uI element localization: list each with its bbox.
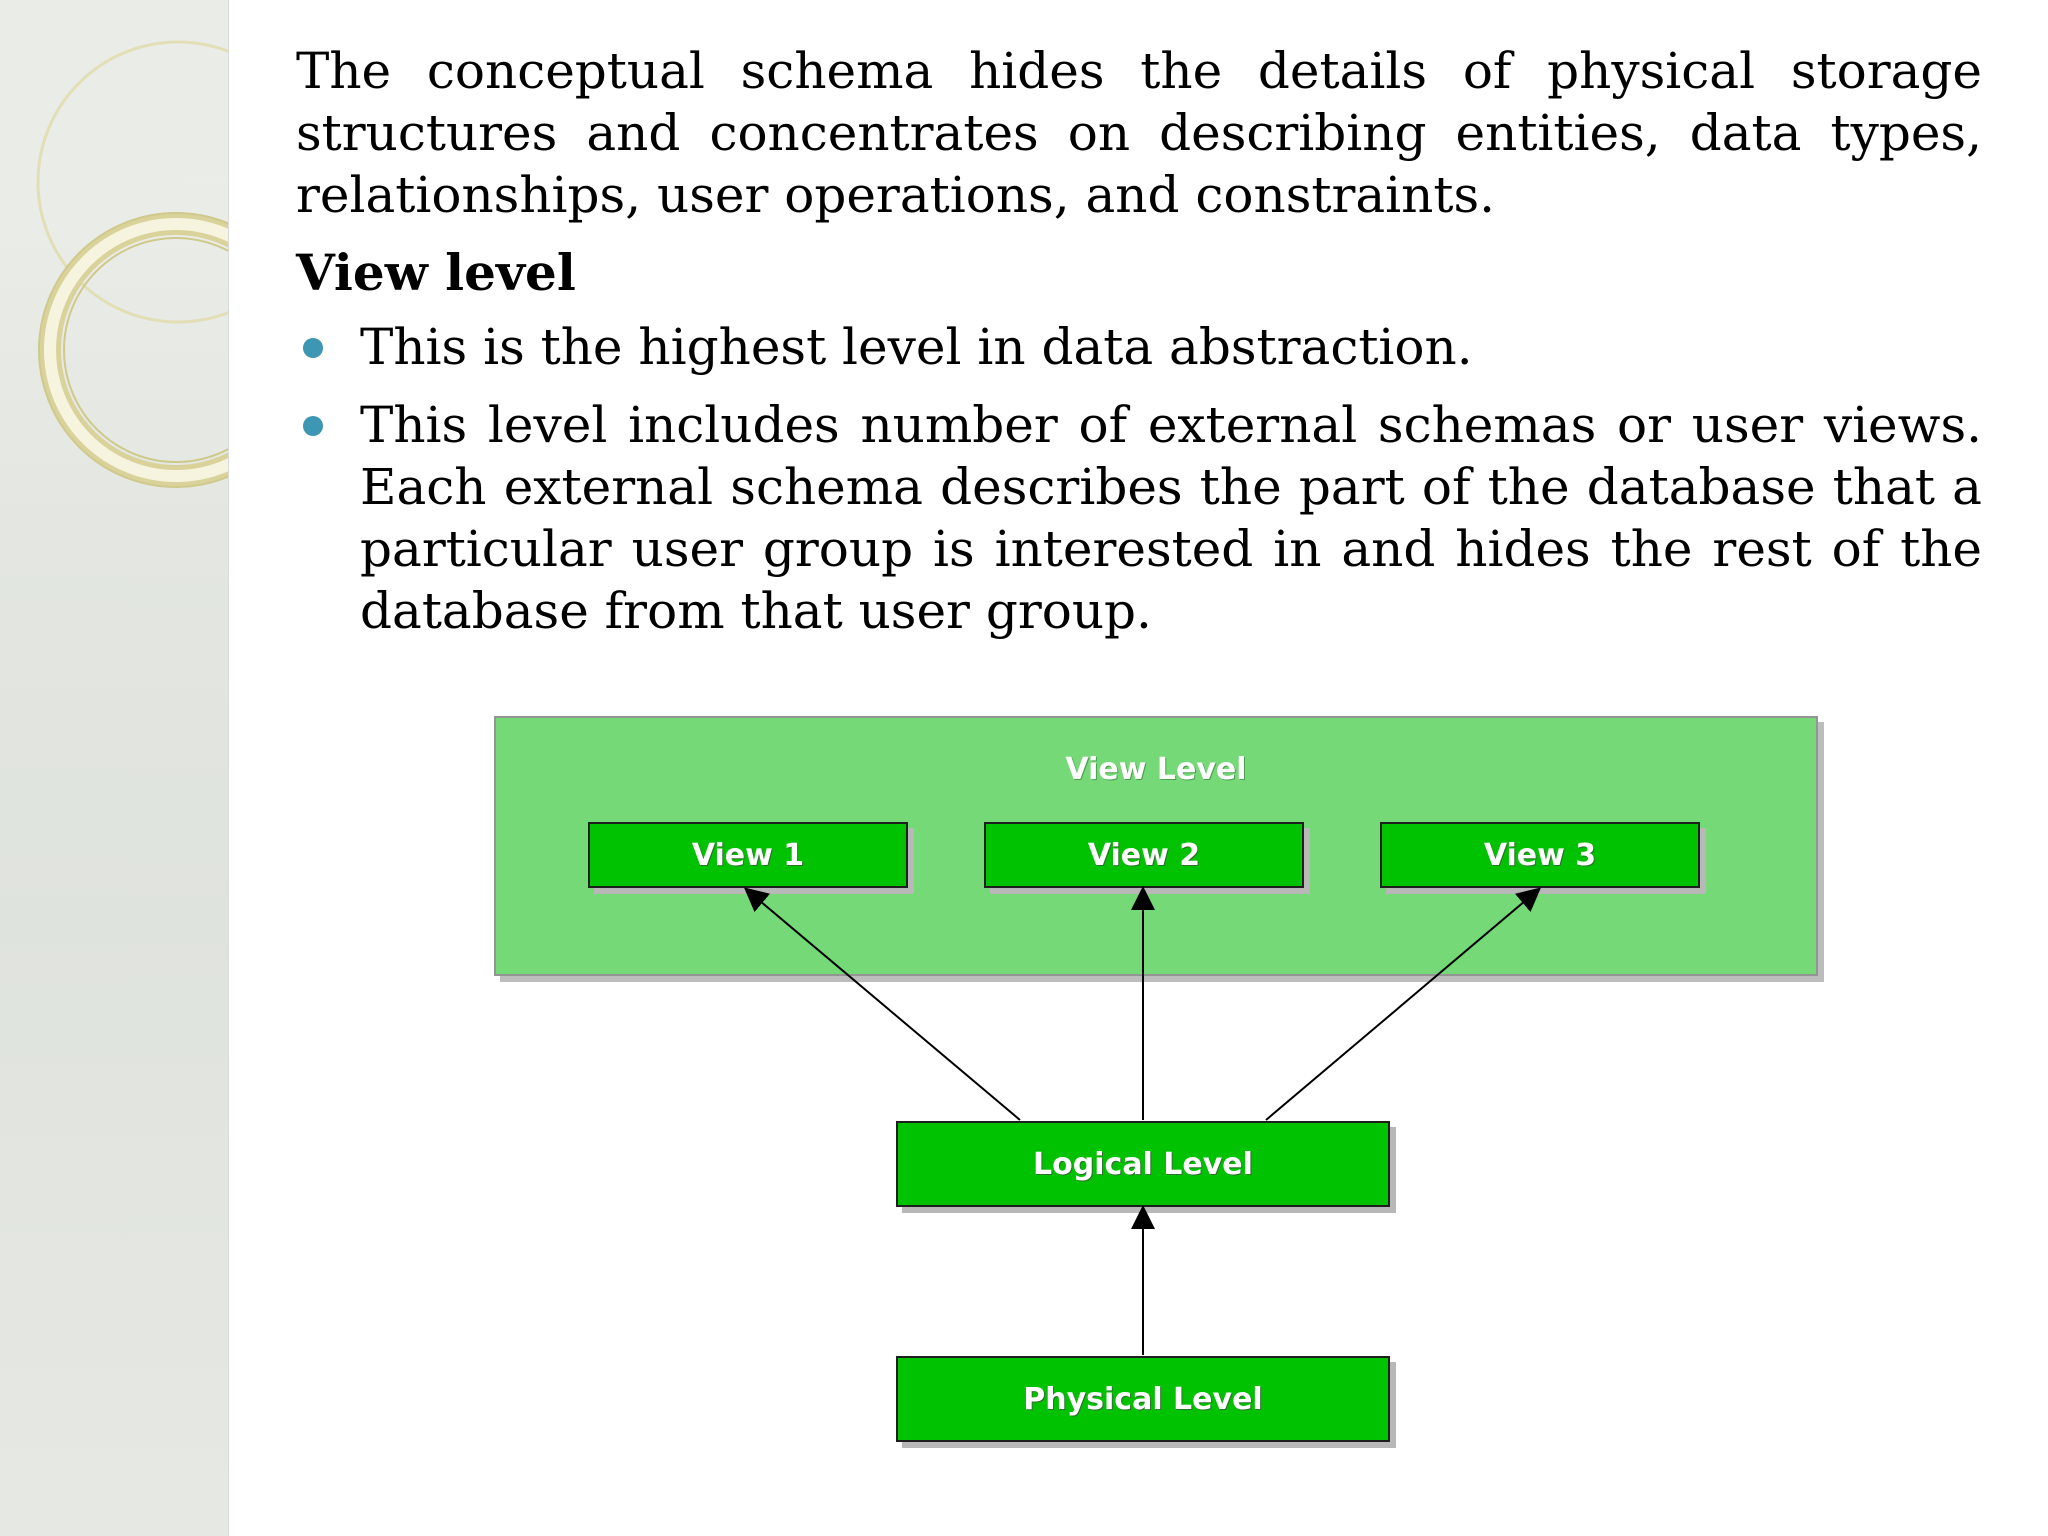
view-1-node: View 1 [588,822,908,888]
view-level-heading: View level [296,243,576,302]
decorative-rings [0,0,228,488]
decorative-side-panel [0,0,229,1536]
slide-content: The conceptual schema hides the details … [296,40,1982,658]
arrow-logical-to-view-1 [743,887,1021,1121]
logical-level-node: Logical Level [896,1121,1390,1207]
bullet-list: This is the highest level in data abstra… [296,316,1982,642]
bullet-text: This is the highest level in data abstra… [360,318,1473,376]
physical-level-node: Physical Level [896,1356,1390,1442]
bullet-dot-icon [303,338,323,358]
view-level-label: View Level [1065,752,1247,787]
bullet-item: This level includes number of external s… [296,394,1982,642]
arrow-logical-to-view-3 [1265,887,1542,1121]
bullet-item: This is the highest level in data abstra… [296,316,1982,378]
view-3-node: View 3 [1380,822,1700,888]
data-abstraction-diagram: View Level View 1 View 2 View 3 Logical … [494,716,1824,1452]
diagram-arrows [743,886,1542,1355]
bullet-text: This level includes number of external s… [360,396,1982,640]
bullet-dot-icon [303,416,323,436]
intro-paragraph: The conceptual schema hides the details … [296,42,1982,224]
